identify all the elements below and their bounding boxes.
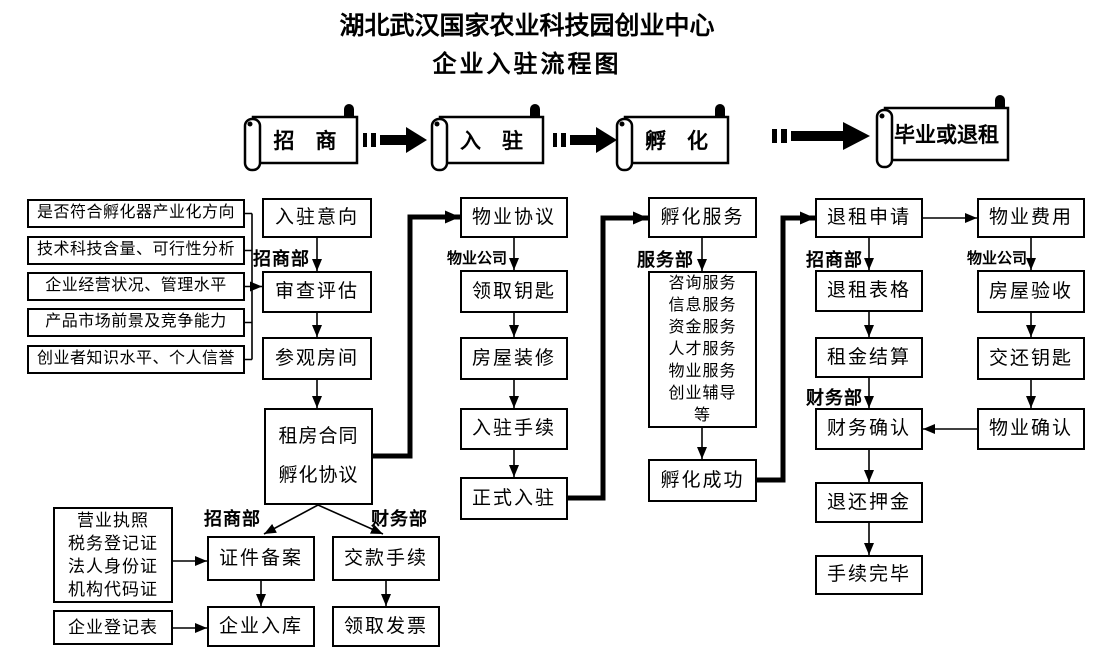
box-qiye-dengjibiao: 企业登记表 (53, 610, 173, 645)
criteria-bus-line (245, 212, 253, 361)
box-wuye-queren: 物业确认 (977, 408, 1085, 450)
doc-legal-person-id: 法人身份证 (68, 557, 158, 576)
box-lingqu-fapiao: 领取发票 (332, 606, 440, 647)
box-fangwu-zhuangxiu: 房屋装修 (460, 337, 568, 380)
zufang-hetong-line: 租房合同 (278, 426, 359, 448)
box-fuhua-fuwu: 孵化服务 (648, 197, 757, 238)
service-information: 信息服务 (668, 296, 737, 314)
box-shouxu-wanbi: 手续完毕 (815, 555, 923, 595)
dept-label-zhaoshang-1: 招商部 (253, 249, 310, 269)
dept-label-caiwu-2: 财务部 (806, 388, 863, 408)
block-arrow-3 (772, 122, 870, 150)
box-canguan-fangjian: 参观房间 (262, 337, 372, 380)
arrow-zufang-to-zhengjian (263, 504, 319, 535)
banner-biye-label: 毕业或退租 (894, 123, 999, 147)
service-funding: 资金服务 (668, 318, 737, 336)
block-arrows (363, 122, 870, 153)
service-coaching: 创业辅导 (668, 384, 737, 402)
box-required-documents: 营业执照 税务登记证 法人身份证 机构代码证 (53, 507, 173, 603)
doc-business-license: 营业执照 (77, 511, 149, 530)
box-tuihuan-yajin: 退还押金 (815, 482, 923, 523)
dept-label-zhaoshang-2: 招商部 (806, 250, 863, 270)
arrow-zufang-to-jiaokuan (317, 504, 384, 535)
box-wuye-feiyong: 物业费用 (977, 198, 1085, 238)
box-ruzhu-shouxu: 入驻手续 (460, 408, 568, 450)
box-zufang-fuhua: 租房合同 孵化协议 (264, 408, 373, 505)
box-tuizu-shenqing: 退租申请 (815, 198, 923, 238)
box-ruzhu-yixiang: 入驻意向 (262, 198, 372, 238)
scroll-banner-zhaoshang (243, 104, 359, 172)
box-zhengjian-beian: 证件备案 (207, 536, 315, 581)
box-zhengshi-ruzhu: 正式入驻 (460, 477, 568, 520)
thick-connectors (373, 210, 815, 501)
dept-label-caiwu-1: 财务部 (371, 509, 428, 529)
dept-label-fuwu: 服务部 (637, 250, 694, 270)
box-tuizu-biaoge: 退租表格 (815, 270, 923, 312)
service-etc: 等 (693, 406, 711, 424)
box-criterion-credit: 创业者知识水平、个人信誉 (27, 345, 245, 374)
box-fangwu-yanshou: 房屋验收 (977, 270, 1085, 313)
thick-zhengshi-to-fuhuafuwu (568, 211, 648, 501)
box-fuhua-chenggong: 孵化成功 (648, 459, 757, 502)
service-property: 物业服务 (668, 362, 737, 380)
banner-ruzhu-label: 入 驻 (460, 129, 523, 153)
page-subtitle: 企业入驻流程图 (432, 52, 622, 78)
dept-label-wuye-2: 物业公司 (967, 251, 1028, 267)
box-jiaohuan-yaoshi: 交还钥匙 (977, 337, 1085, 380)
doc-org-code: 机构代码证 (68, 580, 158, 599)
dept-label-zhaoshang-3: 招商部 (204, 509, 261, 529)
box-service-list: 咨询服务 信息服务 资金服务 人才服务 物业服务 创业辅导 等 (648, 271, 757, 428)
box-criterion-market: 产品市场前景及竞争能力 (27, 308, 245, 337)
box-qiye-ruku: 企业入库 (207, 606, 315, 647)
dept-label-wuye-1: 物业公司 (447, 251, 508, 267)
page-title: 湖北武汉国家农业科技园创业中心 (339, 13, 715, 40)
thick-zufang-to-wuyexieyi (373, 210, 460, 459)
fuhua-xieyi-line: 孵化协议 (278, 465, 359, 486)
box-criterion-direction: 是否符合孵化器产业化方向 (27, 199, 245, 228)
banner-fuhua-label: 孵 化 (645, 129, 708, 153)
box-shencha-pinggu: 审查评估 (262, 271, 372, 313)
scroll-banner-ruzhu (430, 104, 545, 172)
box-wuye-xieyi: 物业协议 (460, 197, 568, 238)
scroll-banner-shapes (243, 95, 1010, 172)
thin-connectors (173, 212, 1036, 633)
scroll-banner-fuhua (615, 104, 730, 172)
banner-zhaoshang-label: 招 商 (273, 129, 337, 153)
service-talent: 人才服务 (668, 340, 737, 358)
box-caiwu-queren: 财务确认 (815, 408, 923, 450)
thick-chenggong-to-tuizu (757, 211, 815, 483)
block-arrow-2 (553, 127, 617, 153)
box-criterion-technology: 技术科技含量、可行性分析 (27, 236, 245, 265)
box-lingqu-yaoshi: 领取钥匙 (460, 270, 568, 313)
scroll-banner-biye (875, 95, 1010, 169)
doc-tax-registration: 税务登记证 (68, 534, 158, 553)
service-consulting: 咨询服务 (668, 274, 737, 292)
box-jiaokuan-shouxu: 交款手续 (332, 536, 440, 581)
box-zujin-jiesuan: 租金结算 (815, 337, 923, 378)
block-arrow-1 (363, 127, 427, 153)
box-criterion-management: 企业经营状况、管理水平 (27, 272, 245, 301)
